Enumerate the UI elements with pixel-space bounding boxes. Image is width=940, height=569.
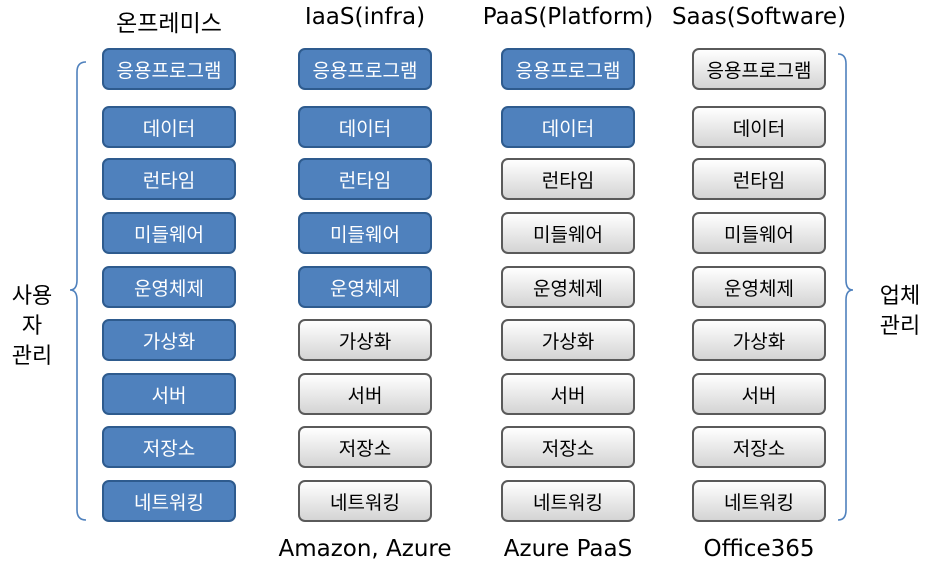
layer-label: 운영체제 [724, 277, 794, 300]
column-title: IaaS(infra) [304, 4, 426, 30]
layer-box: 저장소 [692, 426, 826, 468]
layer-box: 서버 [692, 373, 826, 415]
layer-label: 운영체제 [533, 277, 603, 300]
column-title: 온프레미스 [116, 11, 222, 37]
layer-box: 네트워킹 [298, 480, 432, 522]
layer-label: 네트워킹 [724, 491, 794, 514]
layer-box: 미들웨어 [692, 212, 826, 254]
layer-label: 응용프로그램 [116, 59, 222, 82]
left-label-line-1: 사용자 [11, 284, 53, 339]
layer-box: 런타임 [298, 158, 432, 200]
layer-label: 서버 [550, 384, 586, 407]
layer-box: 서버 [298, 373, 432, 415]
layer-box: 서버 [102, 373, 236, 415]
layer-label: 응용프로그램 [312, 59, 418, 82]
layer-box: 미들웨어 [501, 212, 635, 254]
layer-label: 런타임 [732, 169, 786, 192]
layer-label: 미들웨어 [724, 223, 794, 246]
column-title: PaaS(Platform) [482, 4, 654, 30]
layer-label: 가상화 [142, 330, 196, 353]
layer-box: 데이터 [298, 106, 432, 148]
layer-label: 네트워킹 [330, 491, 400, 514]
layer-label: 미들웨어 [134, 223, 204, 246]
column-example: Amazon, Azure [278, 536, 452, 562]
layer-box: 응용프로그램 [102, 48, 236, 90]
layer-box: 저장소 [501, 426, 635, 468]
right-label-line-2: 관리 [879, 314, 921, 339]
layer-box: 가상화 [501, 319, 635, 361]
layer-label: 네트워킹 [134, 491, 204, 514]
layer-label: 서버 [347, 384, 383, 407]
layer-label: 미들웨어 [330, 223, 400, 246]
layer-label: 가상화 [338, 330, 392, 353]
layer-box: 런타임 [102, 158, 236, 200]
layer-box: 운영체제 [298, 266, 432, 308]
right-side-label: 업체 관리 [870, 282, 930, 342]
layer-label: 데이터 [541, 117, 595, 140]
layer-box: 운영체제 [501, 266, 635, 308]
left-side-label: 사용자 관리 [2, 282, 62, 372]
layer-box: 응용프로그램 [298, 48, 432, 90]
layer-label: 가상화 [732, 330, 786, 353]
layer-label: 응용프로그램 [515, 59, 621, 82]
layer-label: 서버 [741, 384, 777, 407]
layer-box: 데이터 [692, 106, 826, 148]
layer-box: 데이터 [501, 106, 635, 148]
layer-box: 네트워킹 [102, 480, 236, 522]
layer-box: 미들웨어 [102, 212, 236, 254]
layer-box: 서버 [501, 373, 635, 415]
layer-label: 운영체제 [330, 277, 400, 300]
layer-label: 저장소 [142, 437, 196, 460]
layer-box: 데이터 [102, 106, 236, 148]
layer-box: 미들웨어 [298, 212, 432, 254]
layer-box: 운영체제 [102, 266, 236, 308]
column-example: Office365 [703, 536, 815, 562]
column-example: Azure PaaS [503, 536, 633, 562]
layer-label: 데이터 [142, 117, 196, 140]
right-label-line-1: 업체 [879, 284, 921, 309]
layer-label: 저장소 [541, 437, 595, 460]
layer-label: 저장소 [338, 437, 392, 460]
layer-label: 런타임 [142, 169, 196, 192]
layer-box: 런타임 [692, 158, 826, 200]
right-brace-icon [837, 53, 854, 521]
layer-label: 운영체제 [134, 277, 204, 300]
layer-label: 서버 [151, 384, 187, 407]
layer-box: 응용프로그램 [692, 48, 826, 90]
layer-box: 네트워킹 [692, 480, 826, 522]
layer-box: 네트워킹 [501, 480, 635, 522]
layer-label: 가상화 [541, 330, 595, 353]
layer-label: 런타임 [541, 169, 595, 192]
layer-box: 저장소 [298, 426, 432, 468]
layer-label: 런타임 [338, 169, 392, 192]
left-label-line-2: 관리 [11, 344, 53, 369]
layer-label: 저장소 [732, 437, 786, 460]
layer-box: 가상화 [298, 319, 432, 361]
layer-label: 데이터 [732, 117, 786, 140]
layer-label: 네트워킹 [533, 491, 603, 514]
layer-box: 런타임 [501, 158, 635, 200]
layer-box: 응용프로그램 [501, 48, 635, 90]
layer-label: 미들웨어 [533, 223, 603, 246]
layer-box: 가상화 [102, 319, 236, 361]
layer-label: 응용프로그램 [706, 59, 812, 82]
column-title: Saas(Software) [671, 4, 847, 30]
layer-box: 운영체제 [692, 266, 826, 308]
layer-label: 데이터 [338, 117, 392, 140]
layer-box: 가상화 [692, 319, 826, 361]
layer-box: 저장소 [102, 426, 236, 468]
